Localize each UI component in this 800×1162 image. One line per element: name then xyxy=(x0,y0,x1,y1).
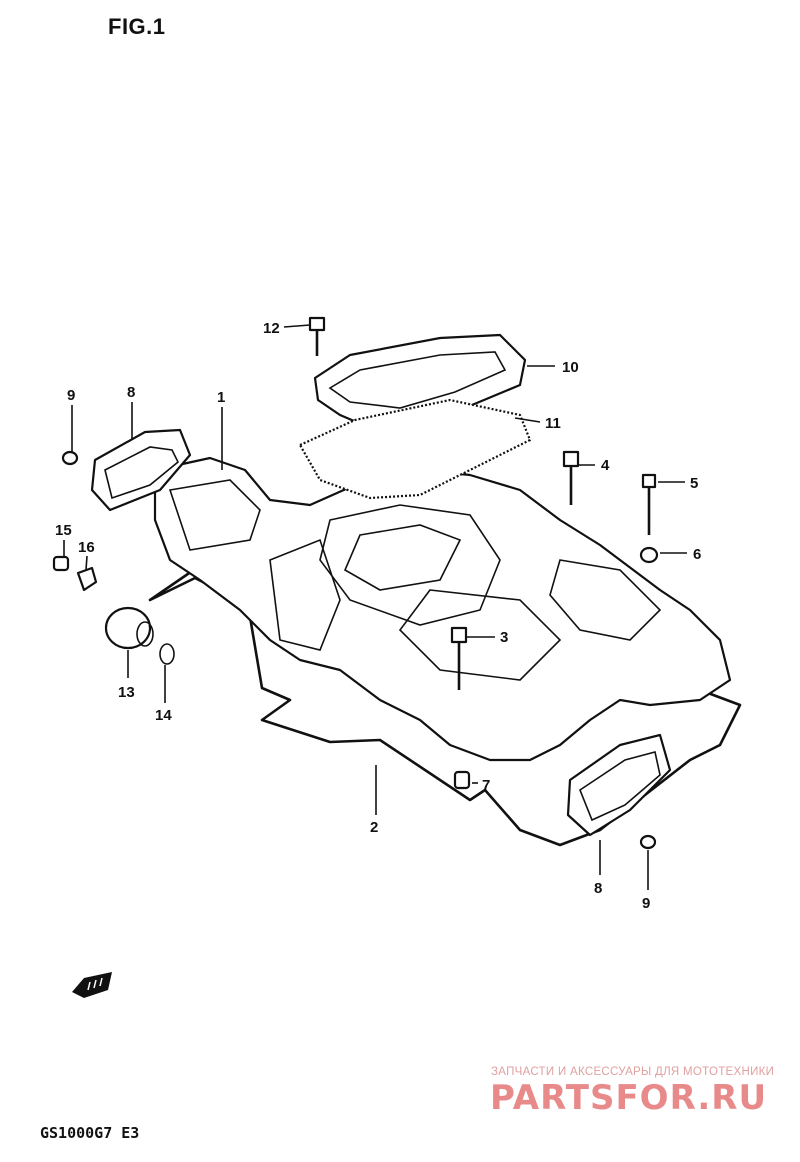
watermark-tagline: ЗАПЧАСТИ И АКСЕССУАРЫ ДЛЯ МОТОТЕХНИКИ xyxy=(491,1066,775,1078)
cap-cover-right xyxy=(566,733,672,837)
callout-15: 15 xyxy=(55,522,72,539)
bolt-4 xyxy=(562,450,580,505)
dowel-pin xyxy=(453,770,471,790)
plug xyxy=(104,606,152,650)
callout-5: 5 xyxy=(690,475,698,492)
callout-8-left: 8 xyxy=(127,384,135,401)
cap-16 xyxy=(76,566,98,592)
front-arrow-icon xyxy=(72,972,112,998)
callout-10: 10 xyxy=(562,359,579,376)
figure-title: FIG.1 xyxy=(108,14,166,39)
callout-11: 11 xyxy=(545,415,561,432)
screw-right xyxy=(639,834,657,850)
callout-9-left: 9 xyxy=(67,387,75,404)
screw-left xyxy=(61,450,79,466)
callout-1: 1 xyxy=(217,389,225,406)
callout-13: 13 xyxy=(118,684,135,701)
callout-6: 6 xyxy=(693,546,701,563)
callout-2: 2 xyxy=(370,819,378,836)
washer xyxy=(639,546,659,564)
callout-14: 14 xyxy=(155,707,172,724)
callout-8-right: 8 xyxy=(594,880,602,897)
bolt-12 xyxy=(308,316,326,356)
cylinder-head-cover xyxy=(153,456,732,762)
bolt-15 xyxy=(52,555,70,572)
bolt-3 xyxy=(450,626,468,690)
cap-cover-left xyxy=(90,428,192,512)
watermark-brand: PARTSFOR.RU xyxy=(490,1078,768,1118)
callout-16: 16 xyxy=(78,539,95,556)
callout-3: 3 xyxy=(500,629,508,646)
breather-cover xyxy=(313,333,527,434)
o-ring xyxy=(159,643,175,665)
callout-7: 7 xyxy=(482,777,490,794)
bolt-5 xyxy=(641,473,657,535)
callout-12: 12 xyxy=(263,320,280,337)
breather-cover-gasket xyxy=(298,398,532,500)
callout-9-right: 9 xyxy=(642,895,650,912)
callout-4: 4 xyxy=(601,457,610,474)
model-code: GS1000G7 E3 xyxy=(40,1124,140,1142)
